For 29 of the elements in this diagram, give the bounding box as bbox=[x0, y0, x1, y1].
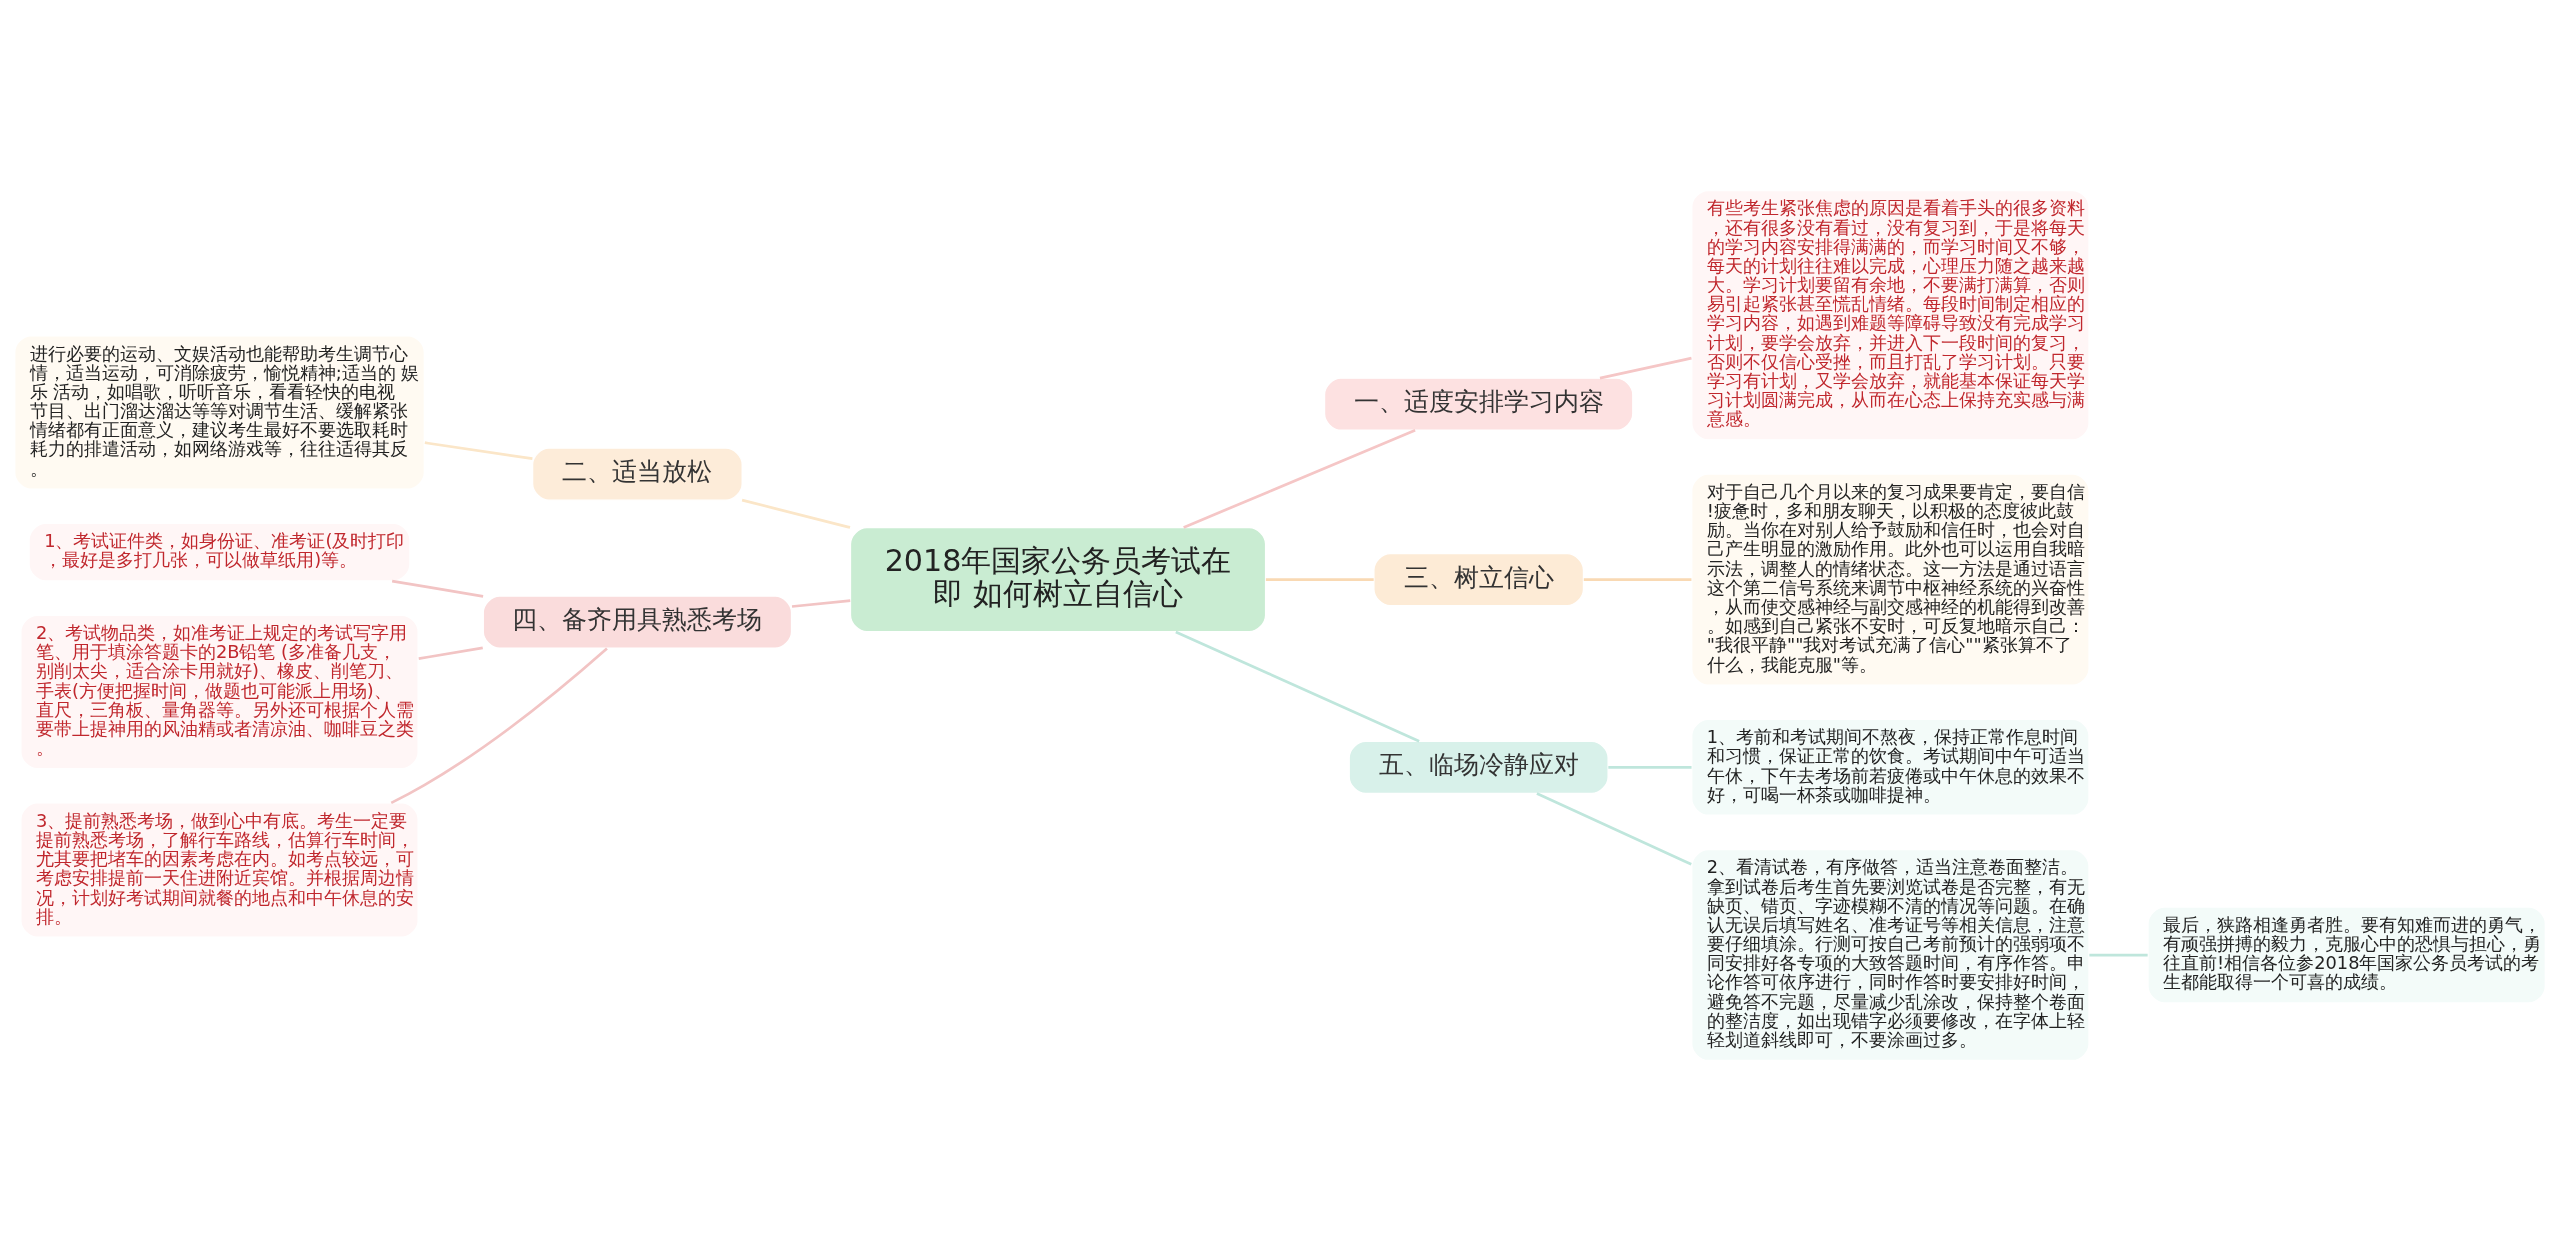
node-box: 进行必要的运动、文娱活动也能帮助考生调节心情，适当运动，可消除疲劳，愉悦精神;适当的 娱乐 活动，如唱歌，听听音乐，看看轻快的电视节目、出门溜达溜达等等对调节生活、缓解紧张情绪都有正面意义，建议考生最好不要选取耗时耗力的排遣活动，如网络游戏等，往往适得其反。 bbox=[14, 335, 426, 490]
connector bbox=[424, 441, 533, 461]
node-box: 五、临场冷静应对 bbox=[1348, 740, 1609, 795]
connector bbox=[1583, 578, 1692, 581]
node-box: 一、适度安排学习内容 bbox=[1323, 377, 1634, 431]
connector bbox=[391, 579, 484, 598]
node-box: 3、提前熟悉考场，做到心中有底。考生一定要提前熟悉考场，了解行车路线，估算行车时间，尤其要把堵车的因素考虑在内。如考点较远，可考虑安排提前一天住进附近宾馆。并根据周边情况，计划好考试期间就餐的地点和中午休息的安排。 bbox=[20, 802, 419, 938]
node-box: 2、看清试卷，有序做答，适当注意卷面整洁。拿到试卷后考生首先要浏览试卷是否完整，有无缺页、错页、字迹模糊不清的情况等问题。在确认无误后填写姓名、准考证号等相关信息，注意要仔细填涂。行测可按自己考前预计的强弱项不同安排好各专项的大致答题时间，有序作答。申论作答可依序进行，同时作答时要安排好时间，避免答不完题，尽量减少乱涂改，保持整个卷面的整洁度，如出现错字必须要修改，在字体上轻轻划道斜线即可，不要涂画过多。 bbox=[1691, 848, 2090, 1062]
node-box: 对于自己几个月以来的复习成果要肯定，要自信!疲惫时，多和朋友聊天，以积极的态度彼此鼓励。当你在对别人给予鼓励和信任时，也会对自己产生明显的激励作用。此外也可以运用自我暗示法，调整人的情绪状态。这一方法是通过语言这个第二信号系统来调节中枢神经系统的兴奋性，从而使交感神经与副交感神经的机能得到改善。如感到自己紧张不安时，可反复地暗示自己："我很平静""我对考试充满了信心""紧张算不了什么，我能克服"等。 bbox=[1691, 473, 2090, 686]
connector bbox=[1599, 356, 1692, 380]
connector bbox=[1175, 630, 1420, 743]
node-box: 有些考生紧张焦虑的原因是看着手头的很多资料，还有很多没有看过，没有复习到，于是将每天的学习内容安排得满满的，而学习时间又不够，每天的计划往往难以完成，心理压力随之越来越大。学习计划要留有余地，不要满打满算，否则易引起紧张甚至慌乱情绪。每段时间制定相应的学习内容，如遇到难题等障碍导致没有完成学习计划，要学会放弃，并进入下一段时间的复习，否则不仅信心受挫，而且打乱了学习计划。只要学习有计划，又学会放弃，就能基本保证每天学习计划圆满完成，从而在心态上保持充实感与满意感。 bbox=[1691, 189, 2090, 441]
connector bbox=[2089, 953, 2148, 957]
connector bbox=[390, 647, 608, 805]
connector bbox=[1536, 792, 1692, 866]
connector bbox=[1608, 765, 1692, 769]
node-box: 四、备齐用具熟悉考场 bbox=[482, 595, 793, 649]
node-box: 2、考试物品类，如准考证上规定的考试写字用笔、用于填涂答题卡的2B铅笔 (多准备几支，别削太尖，适合涂卡用就好)、橡皮、削笔刀、手表(方便把握时间，做题也可能派上用场)、直尺，三角板、量角器等。另外还可根据个人需要带上提神用的风油精或者清凉油、咖啡豆之类。 bbox=[20, 614, 419, 770]
node-box: 三、树立信心 bbox=[1373, 552, 1585, 607]
node-box: 1、考试证件类，如身份证、准考证(及时打印，最好是多打几张，可以做草纸用)等。 bbox=[28, 522, 411, 582]
connector bbox=[741, 498, 851, 529]
connector bbox=[418, 646, 483, 660]
node-box: 二、适当放松 bbox=[531, 447, 743, 501]
connector bbox=[791, 599, 851, 608]
node-box: 1、考前和考试期间不熬夜，保持正常作息时间和习惯，保证正常的饮食。考试期间中午可适当午休，下午去考场前若疲倦或中午休息的效果不好，可喝一杯茶或咖啡提神。 bbox=[1691, 718, 2090, 816]
connector bbox=[1265, 578, 1374, 581]
node-box: 最后，狭路相逢勇者胜。要有知难而进的勇气，有顽强拼搏的毅力，克服心中的恐惧与担心，勇往直前!相信各位参2018年国家公务员考试的考生都能取得一个可喜的成绩。 bbox=[2147, 906, 2546, 1004]
node-box: 2018年国家公务员考试在即 如何树立自信心 bbox=[849, 526, 1267, 633]
connector bbox=[1183, 429, 1416, 529]
